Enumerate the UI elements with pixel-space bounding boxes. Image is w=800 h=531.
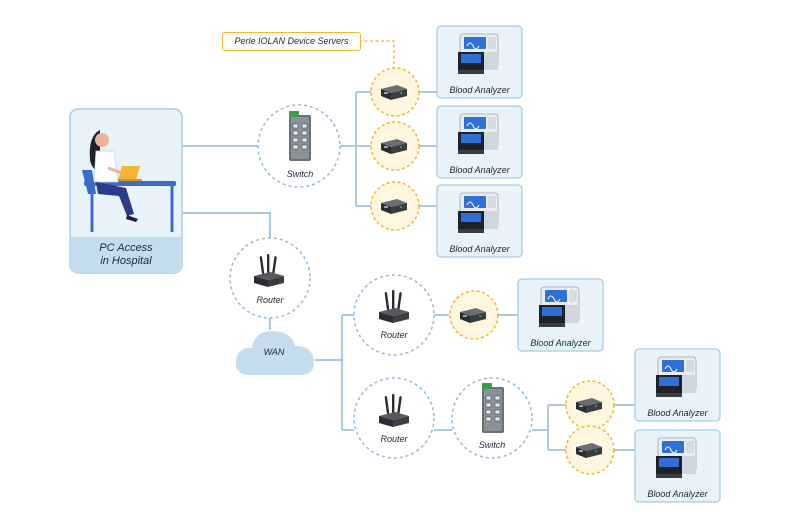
analyzer-label-4: Blood Analyzer xyxy=(530,338,591,348)
analyzer-card-5 xyxy=(634,348,721,422)
switch-node-bottom xyxy=(451,377,533,459)
pc-label-line1: PC Access xyxy=(99,242,153,254)
wan-label: WAN xyxy=(263,347,285,357)
blood-analyzer-icon xyxy=(655,437,697,479)
blood-analyzer-icon xyxy=(457,192,499,234)
analyzer-label-2: Blood Analyzer xyxy=(449,165,510,175)
router-label-b: Router xyxy=(380,434,408,444)
switch-label-top: Switch xyxy=(286,169,314,179)
switch-node-top xyxy=(257,104,341,188)
device-server-bottom-3 xyxy=(565,425,615,475)
callout-connector xyxy=(359,40,395,68)
connector-lines xyxy=(182,91,635,451)
analyzer-label-5: Blood Analyzer xyxy=(647,408,708,418)
blood-analyzer-icon xyxy=(457,113,499,155)
pc-label-line2: in Hospital xyxy=(100,255,152,267)
network-switch-icon xyxy=(288,110,312,162)
analyzer-card-4 xyxy=(517,278,604,352)
pc-access-label: PC Access in Hospital xyxy=(70,237,182,273)
router-label-a: Router xyxy=(380,330,408,340)
network-switch-icon xyxy=(481,382,505,434)
router-label-main: Router xyxy=(256,295,284,305)
switch-label-bottom: Switch xyxy=(478,440,506,450)
device-server-top-3 xyxy=(370,181,420,231)
router-node-a xyxy=(353,274,435,356)
analyzer-card-2 xyxy=(436,105,523,179)
analyzer-label-1: Blood Analyzer xyxy=(449,85,510,95)
analyzer-label-6: Blood Analyzer xyxy=(647,489,708,499)
blood-analyzer-icon xyxy=(457,33,499,75)
router-node-b xyxy=(353,377,435,459)
blood-analyzer-icon xyxy=(655,356,697,398)
cloud-icon xyxy=(235,330,315,375)
router-node-main xyxy=(229,237,311,319)
device-server-top-1 xyxy=(370,67,420,117)
analyzer-card-6 xyxy=(634,429,721,503)
analyzer-card-1 xyxy=(436,25,523,99)
blood-analyzer-icon xyxy=(538,286,580,328)
analyzer-label-3: Blood Analyzer xyxy=(449,244,510,254)
analyzer-card-3 xyxy=(436,184,523,258)
device-server-bottom-1 xyxy=(449,290,499,340)
device-server-bottom-2 xyxy=(565,380,615,430)
callout-device-servers: Perle IOLAN Device Servers xyxy=(222,32,361,51)
person-at-laptop-icon xyxy=(82,130,176,232)
device-server-top-2 xyxy=(370,121,420,171)
pc-access-panel xyxy=(69,108,183,274)
